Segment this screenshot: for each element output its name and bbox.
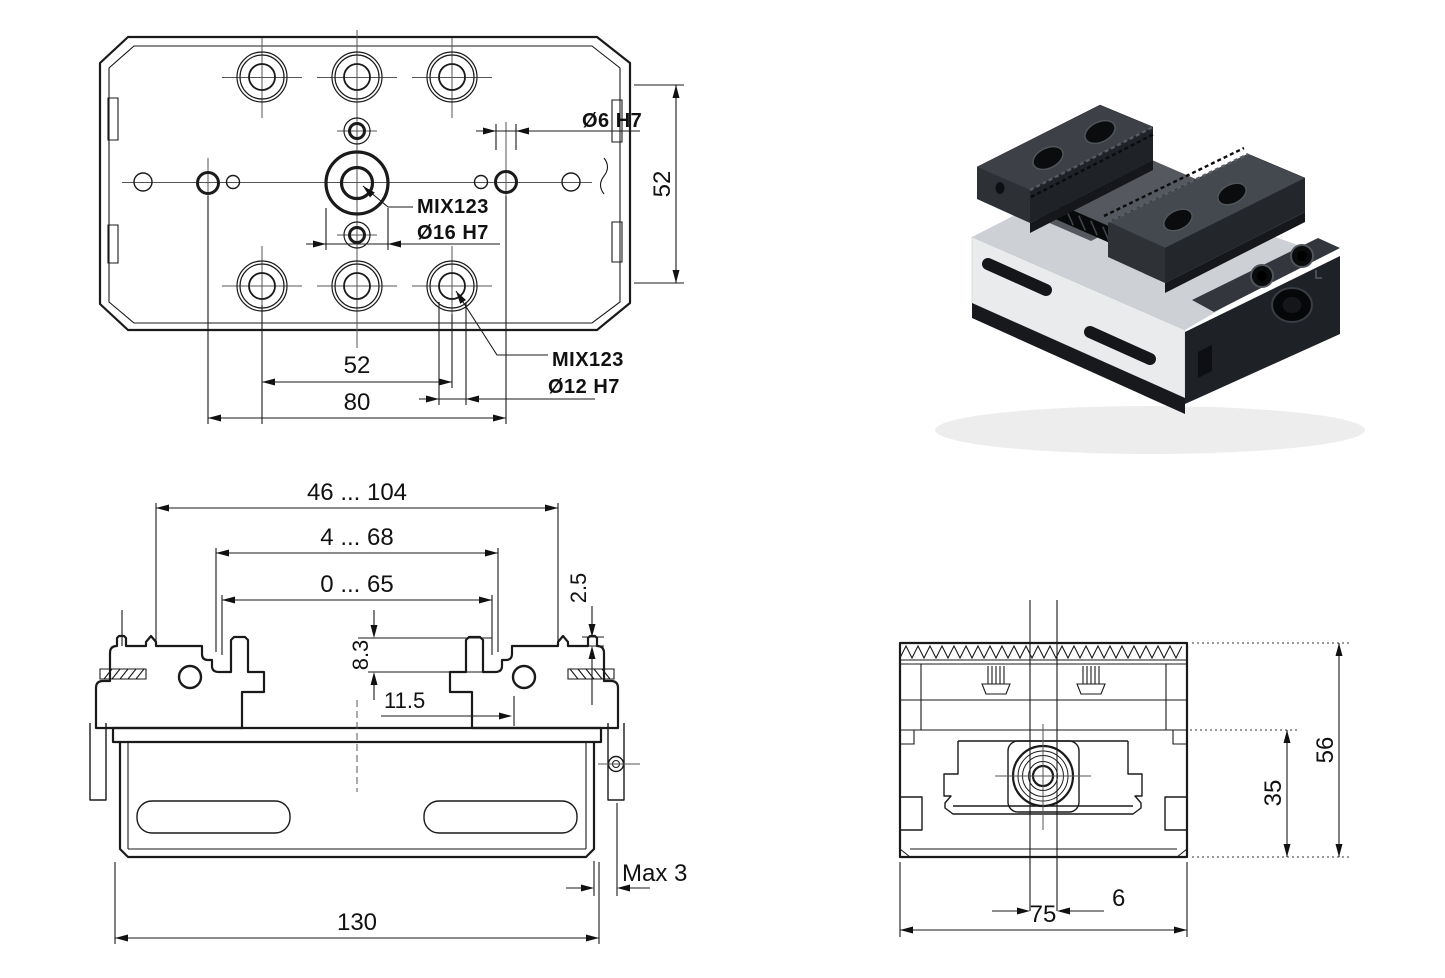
jaw-hole: [1217, 182, 1247, 206]
side-notches: [900, 796, 1187, 831]
end-view-dim-lines: [899, 643, 1340, 937]
iso-view-3d-render: [935, 104, 1365, 454]
callout-hole-dia6: Ø6 H7: [582, 110, 642, 132]
end-outline: [898, 641, 1189, 859]
front-view-dim-lines: [114, 503, 650, 944]
jaw-hole: [1032, 145, 1064, 171]
serration-top: [1029, 125, 1154, 192]
plate-outline-outer: [98, 35, 632, 332]
dim-step-depth: 8.3: [348, 640, 373, 671]
dim-pocket-depth: 11.5: [384, 688, 425, 713]
base-slot-left: [136, 800, 291, 834]
dim-range-outer: 46 ... 104: [307, 479, 407, 506]
base-slot-right: [423, 800, 578, 834]
callout-corner-thread: MIX123: [552, 349, 624, 371]
front-notch: [1198, 345, 1212, 378]
dim-protrusion: Max 3: [622, 860, 687, 887]
end-crosshair: [995, 724, 1091, 830]
key-ext-lines: [1029, 600, 1058, 911]
l-mark: [1315, 270, 1322, 279]
dim-row-spacing-52: 52: [649, 171, 676, 198]
dim-hole-pitch-52: 52: [344, 352, 371, 379]
shadow: [935, 406, 1365, 454]
dim-hole-span-80: 80: [344, 389, 371, 416]
center-bore: [133, 117, 581, 249]
dim-overall-width: 130: [337, 909, 377, 936]
rib-cluster-left: [981, 666, 1011, 695]
top-view: Ø6 H7 MIX123 Ø16 H7 MIX123 Ø12 H7 52 80 …: [98, 30, 684, 424]
jaw-left: [94, 634, 266, 730]
base-slot-front-2: [1084, 326, 1156, 365]
base-bottom-band: [972, 303, 1185, 414]
dim-range-inner: 0 ... 65: [320, 571, 393, 598]
end-strip-left: [89, 723, 107, 801]
jaw-side-hole: [995, 182, 1005, 194]
iso-jaw-left: [976, 104, 1155, 233]
dim-body-height: 35: [1260, 780, 1287, 807]
callout-center-bore: Ø16 H7: [417, 222, 489, 244]
serration-top: [1107, 152, 1249, 224]
callout-corner-bore: Ø12 H7: [548, 376, 620, 398]
end-view: 56 35 6 75: [898, 600, 1352, 937]
dim-overall-height: 56: [1312, 737, 1339, 764]
body-outline: [118, 742, 596, 859]
rib-cluster-right: [1076, 666, 1106, 695]
dim-range-mid: 4 ... 68: [320, 524, 393, 551]
top-view-dim-lines: [207, 84, 684, 424]
jaw-hole: [1084, 119, 1116, 145]
callout-center-thread: MIX123: [417, 196, 489, 218]
knurl-strip: [899, 644, 1187, 665]
iso-jaw-right: [1103, 146, 1306, 293]
dim-overall-depth: 75: [1030, 901, 1057, 928]
end-bottom-lines: [899, 848, 1188, 858]
top-view-arrowheads: [208, 85, 680, 422]
dotted-ext-lines: [1190, 642, 1352, 858]
body-inner-lines: [127, 742, 587, 850]
front-view: 46 ... 104 4 ... 68 0 ... 65 2.5 8.3 11.…: [89, 479, 687, 944]
base-slot-front-1: [982, 258, 1052, 296]
plate-edge-slots: [107, 97, 623, 264]
jaw-hole: [1163, 208, 1193, 232]
rail: [111, 726, 603, 744]
plate-centerlines: [122, 30, 592, 348]
plate-outline-inner: [108, 45, 621, 324]
counterbore-holes: [236, 51, 478, 312]
dim-jaw-step: 2.5: [566, 573, 591, 604]
dim-key-width: 6: [1112, 885, 1125, 912]
end-strip-right: [607, 723, 625, 801]
